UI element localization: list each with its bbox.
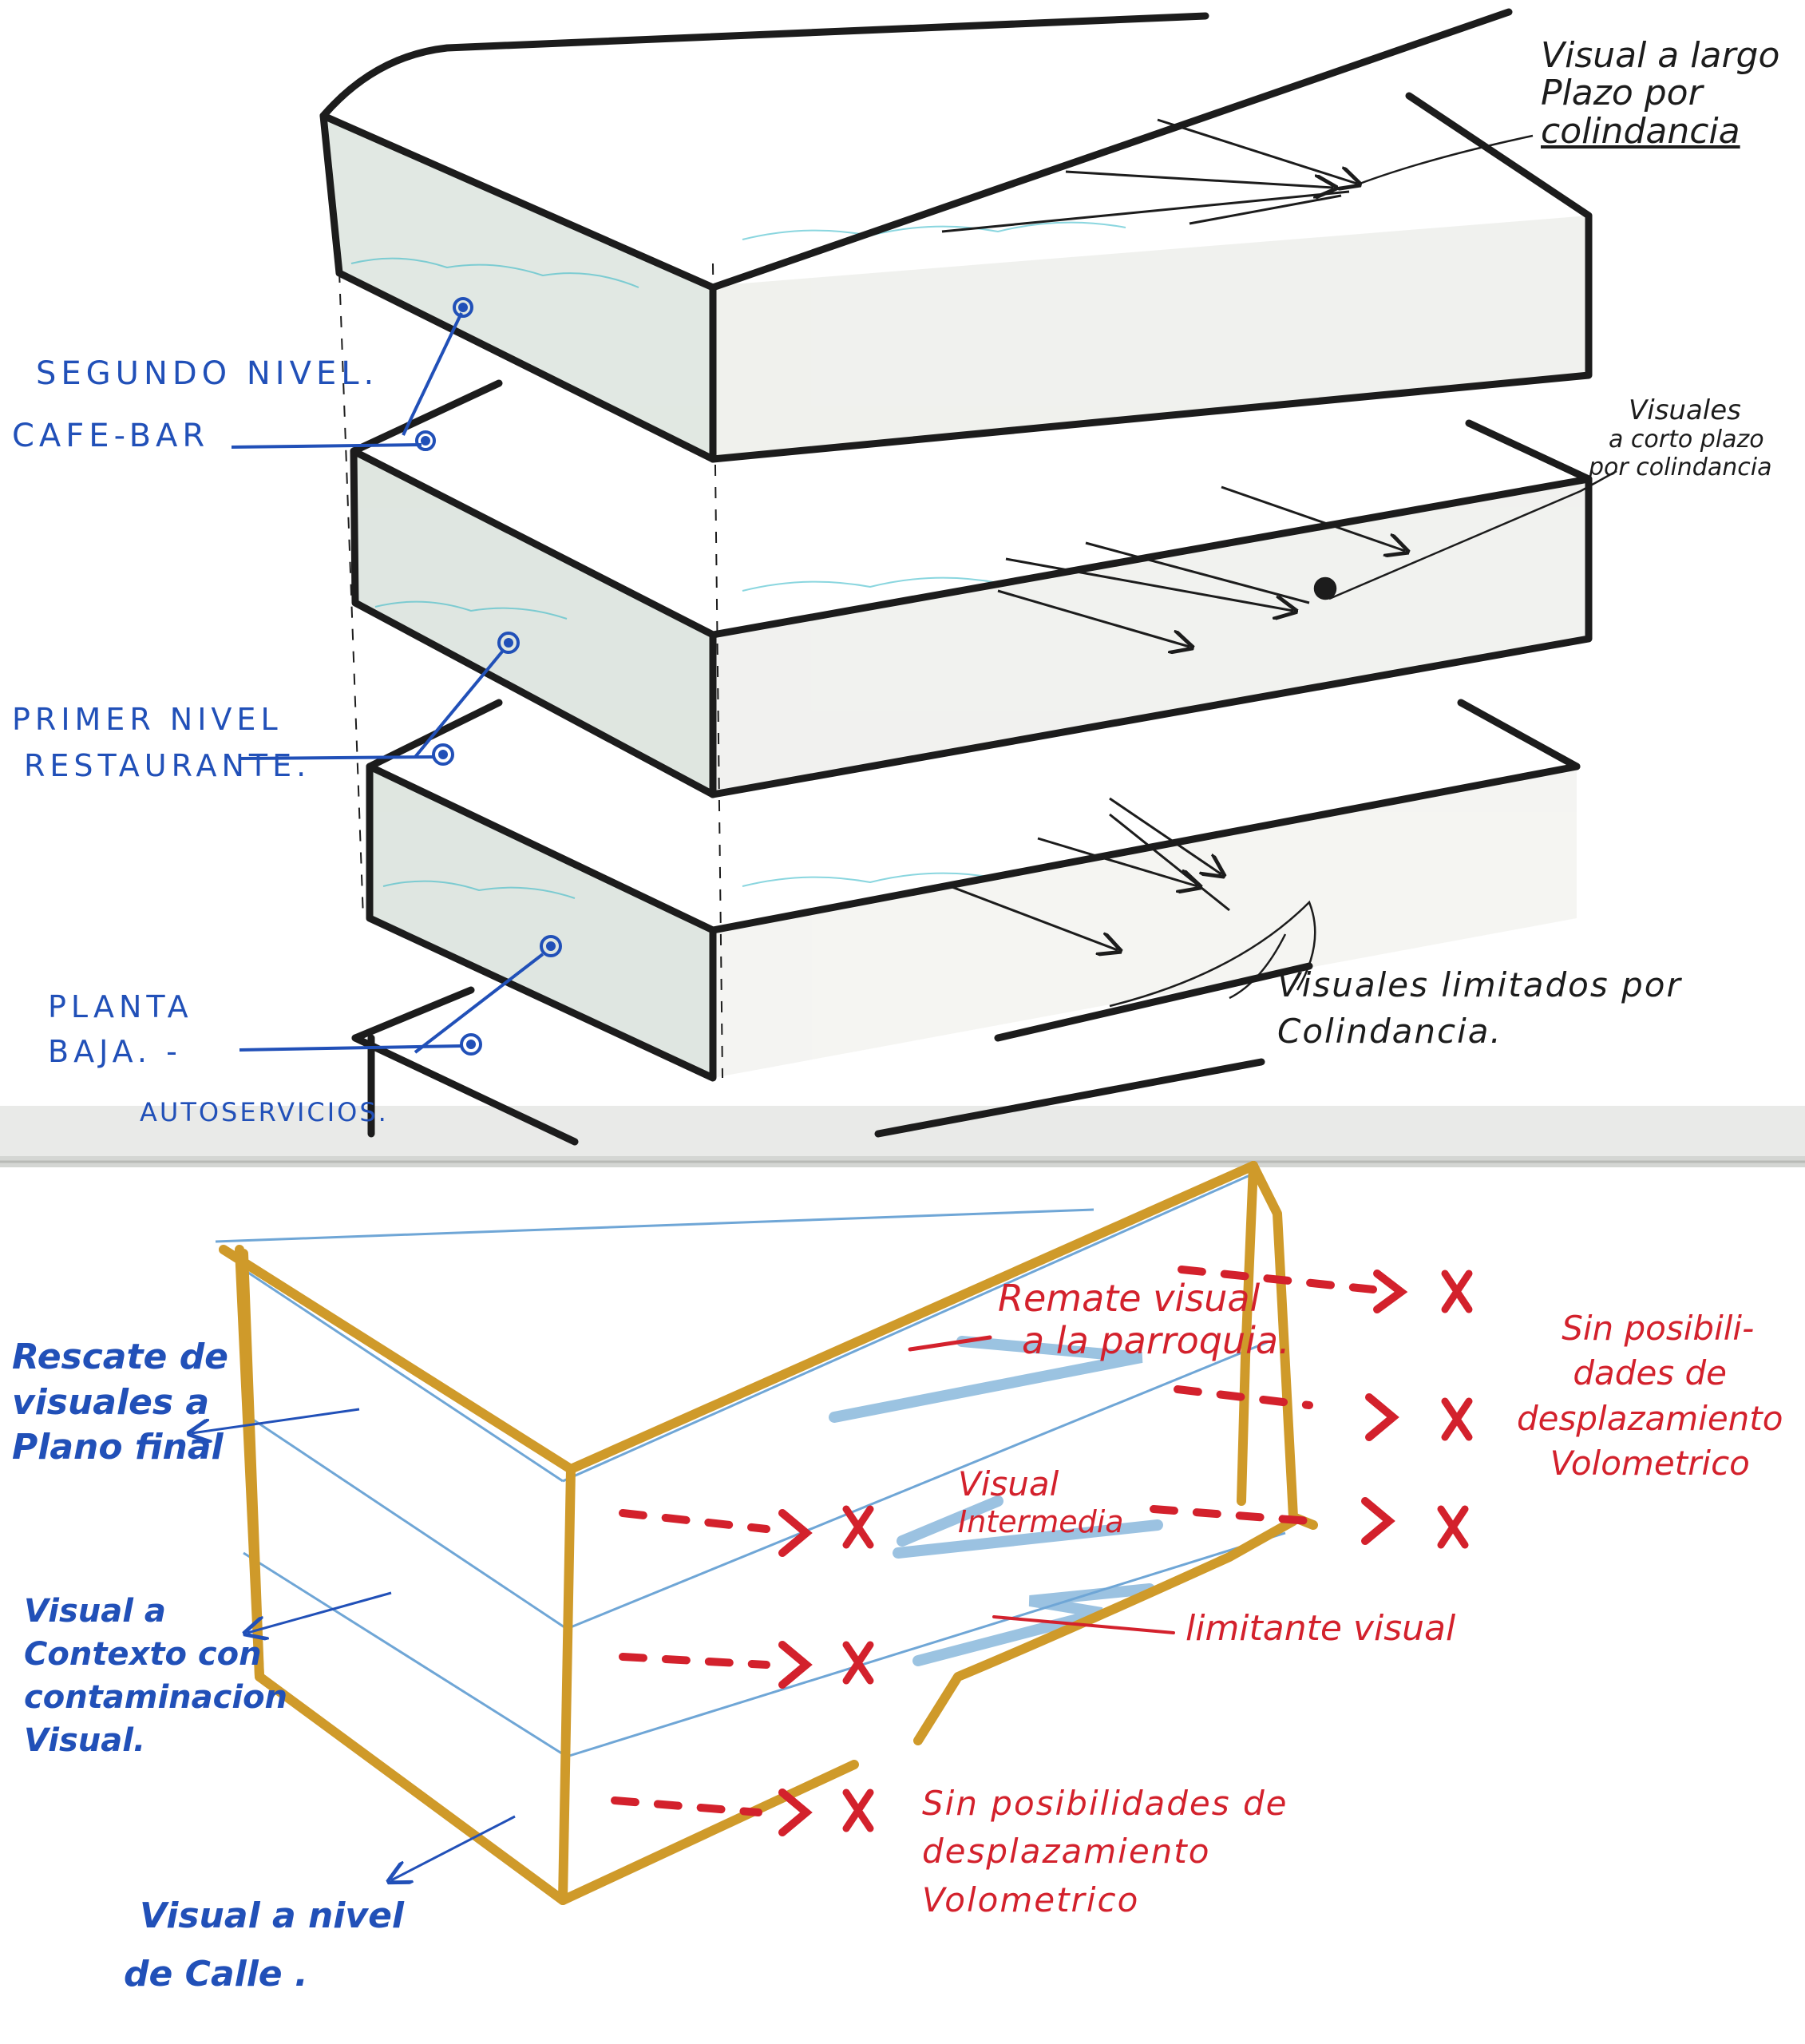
label-sin-posibilidades-right-line2: dades de: [1573, 1353, 1728, 1393]
label-rescate-visuales-line1: Rescate de: [12, 1337, 229, 1377]
label-segundo-nivel-line2: CAFE-BAR: [12, 418, 210, 454]
label-planta-baja: PLANTA BAJA. - AUTOSERVICIOS.: [48, 989, 389, 1128]
facade-lines: [215, 1172, 1286, 1758]
label-visual-contexto-line2: Contexto con: [24, 1636, 262, 1673]
label-planta-baja-line3: AUTOSERVICIOS.: [140, 1097, 389, 1128]
teal-scribbles: [350, 221, 1126, 899]
label-sin-posibilidades-low-line3: Volometrico: [922, 1880, 1140, 1919]
label-visual-calle-line2: de Calle .: [124, 1953, 308, 1994]
label-primer-nivel-line2: RESTAURANTE.: [24, 747, 311, 783]
label-visuales-limitados-line2: Colindancia.: [1277, 1012, 1502, 1052]
label-remate-visual-line2: a la parroquia.: [1022, 1318, 1290, 1362]
label-visual-calle: Visual a nivel de Calle .: [124, 1895, 404, 1994]
label-visuales-corto-plazo-line2: a corto plazo: [1609, 426, 1764, 454]
label-visual-contexto-line4: Visual.: [24, 1722, 146, 1759]
label-visual-calle-line1: Visual a nivel: [140, 1895, 404, 1936]
label-sin-posibilidades-right: Sin posibili- dades de desplazamiento Vo…: [1517, 1309, 1783, 1483]
label-planta-baja-line1: PLANTA: [48, 989, 193, 1024]
top-stacked-volumes: [231, 8, 1617, 1146]
label-primer-nivel: PRIMER NIVEL RESTAURANTE.: [12, 702, 311, 783]
blue-markers: [231, 297, 562, 1056]
label-sin-posibilidades-low-line2: desplazamiento: [922, 1832, 1211, 1872]
marker-shading: [326, 118, 1589, 1078]
page-fold: [0, 1106, 1805, 1167]
label-sin-posibilidades-right-line1: Sin posibili-: [1562, 1309, 1755, 1348]
label-visuales-limitados: Visuales limitados por Colindancia.: [1277, 965, 1682, 1052]
label-rescate-visuales-line3: Plano final: [12, 1427, 224, 1468]
top-leaders: [1109, 134, 1617, 1008]
label-limitante-visual: limitante visual: [1186, 1608, 1456, 1650]
label-segundo-nivel: SEGUNDO NIVEL. CAFE-BAR: [12, 355, 379, 454]
label-segundo-nivel-line1: SEGUNDO NIVEL.: [36, 355, 379, 392]
label-visual-contexto-line1: Visual a: [24, 1593, 166, 1630]
label-visuales-corto-plazo-line3: por colindancia: [1589, 453, 1772, 481]
label-remate-visual: Remate visual a la parroquia.: [998, 1278, 1290, 1362]
red-arrows: [611, 1266, 1473, 1836]
label-limitante-visual-text: limitante visual: [1186, 1608, 1456, 1649]
label-sin-posibilidades-right-line3: desplazamiento: [1517, 1398, 1783, 1438]
label-rescate-visuales: Rescate de visuales a Plano final: [12, 1337, 228, 1468]
label-visual-intermedia: Visual Intermedia: [958, 1464, 1124, 1540]
label-visual-contexto-line3: contaminacion: [24, 1679, 288, 1716]
view-arrows: [941, 118, 1405, 950]
bottom-blue-leaders: [192, 1408, 516, 1880]
label-visual-contexto: Visual a Contexto con contaminacion Visu…: [24, 1593, 287, 1759]
label-planta-baja-line2: BAJA. -: [48, 1033, 182, 1069]
label-visuales-limitados-line1: Visuales limitados por: [1277, 965, 1682, 1004]
label-rescate-visuales-line2: visuales a: [12, 1381, 210, 1423]
label-sin-posibilidades-low: Sin posibilidades de desplazamiento Volo…: [922, 1784, 1288, 1919]
label-visuales-corto-plazo: Visuales a corto plazo por colindancia: [1589, 394, 1771, 481]
label-visual-intermedia-line2: Intermedia: [958, 1504, 1124, 1540]
volume-outlines: [319, 8, 1593, 1146]
label-visuales-corto-plazo-line1: Visuales: [1629, 394, 1741, 426]
label-sin-posibilidades-low-line1: Sin posibilidades de: [922, 1784, 1288, 1823]
label-visual-intermedia-line1: Visual: [958, 1464, 1059, 1503]
label-visual-largo-plazo-line2: Plazo por: [1541, 72, 1703, 113]
label-visual-largo-plazo: Visual a largo Plazo por colindancia: [1541, 35, 1780, 153]
label-sin-posibilidades-right-line4: Volometrico: [1550, 1443, 1750, 1483]
bottom-l-facade: [192, 1161, 1473, 1905]
label-visual-largo-plazo-line3: colindancia: [1541, 111, 1740, 153]
label-visual-largo-plazo-line1: Visual a largo: [1541, 35, 1780, 76]
dashed-axes: [338, 263, 723, 1079]
label-remate-visual-line1: Remate visual: [998, 1277, 1261, 1320]
label-primer-nivel-line1: PRIMER NIVEL: [12, 702, 283, 737]
